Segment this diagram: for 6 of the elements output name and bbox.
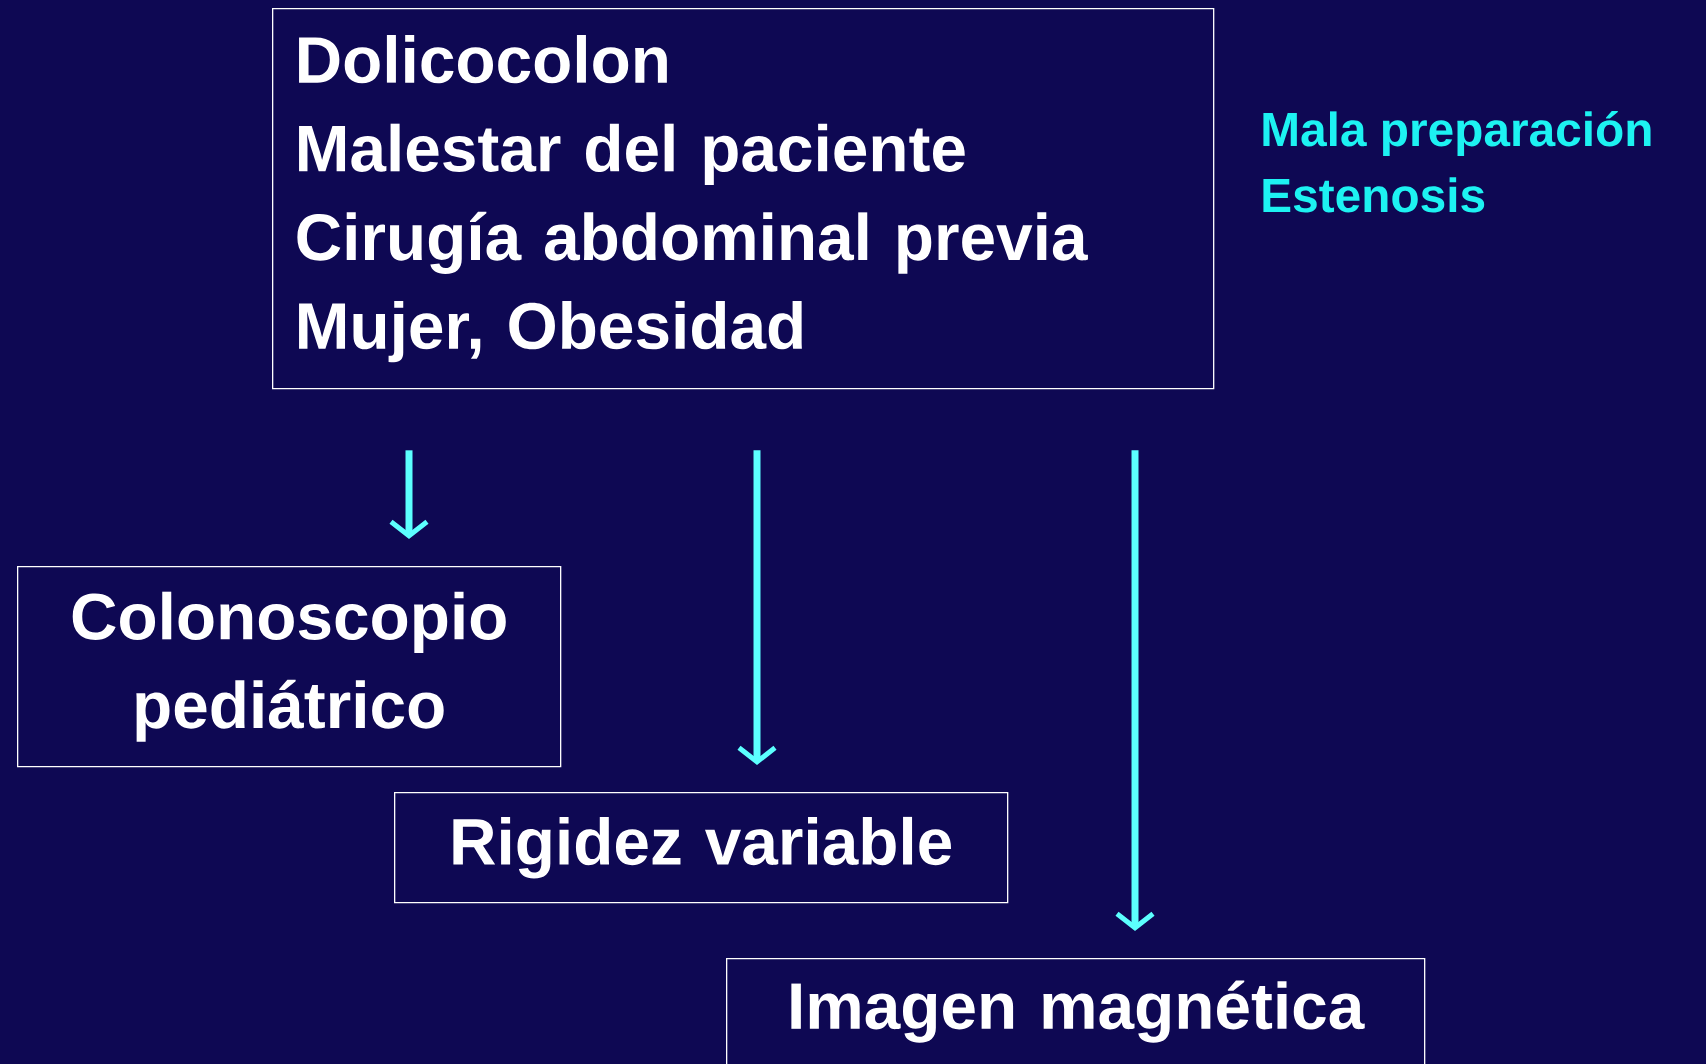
- side-note: Mala preparación: [1263, 110, 1651, 156]
- text-box: Dolicocolon Malestar del paciente Cirugía abdominal previa Mujer, Obesidad: [272, 8, 1215, 390]
- text-box: Imagen magnética: [726, 958, 1426, 1064]
- text-box: Colonoscopio pediátrico: [17, 566, 562, 768]
- side-note: Estenosis: [1263, 177, 1485, 213]
- text-box: Rigidez variable: [394, 792, 1009, 904]
